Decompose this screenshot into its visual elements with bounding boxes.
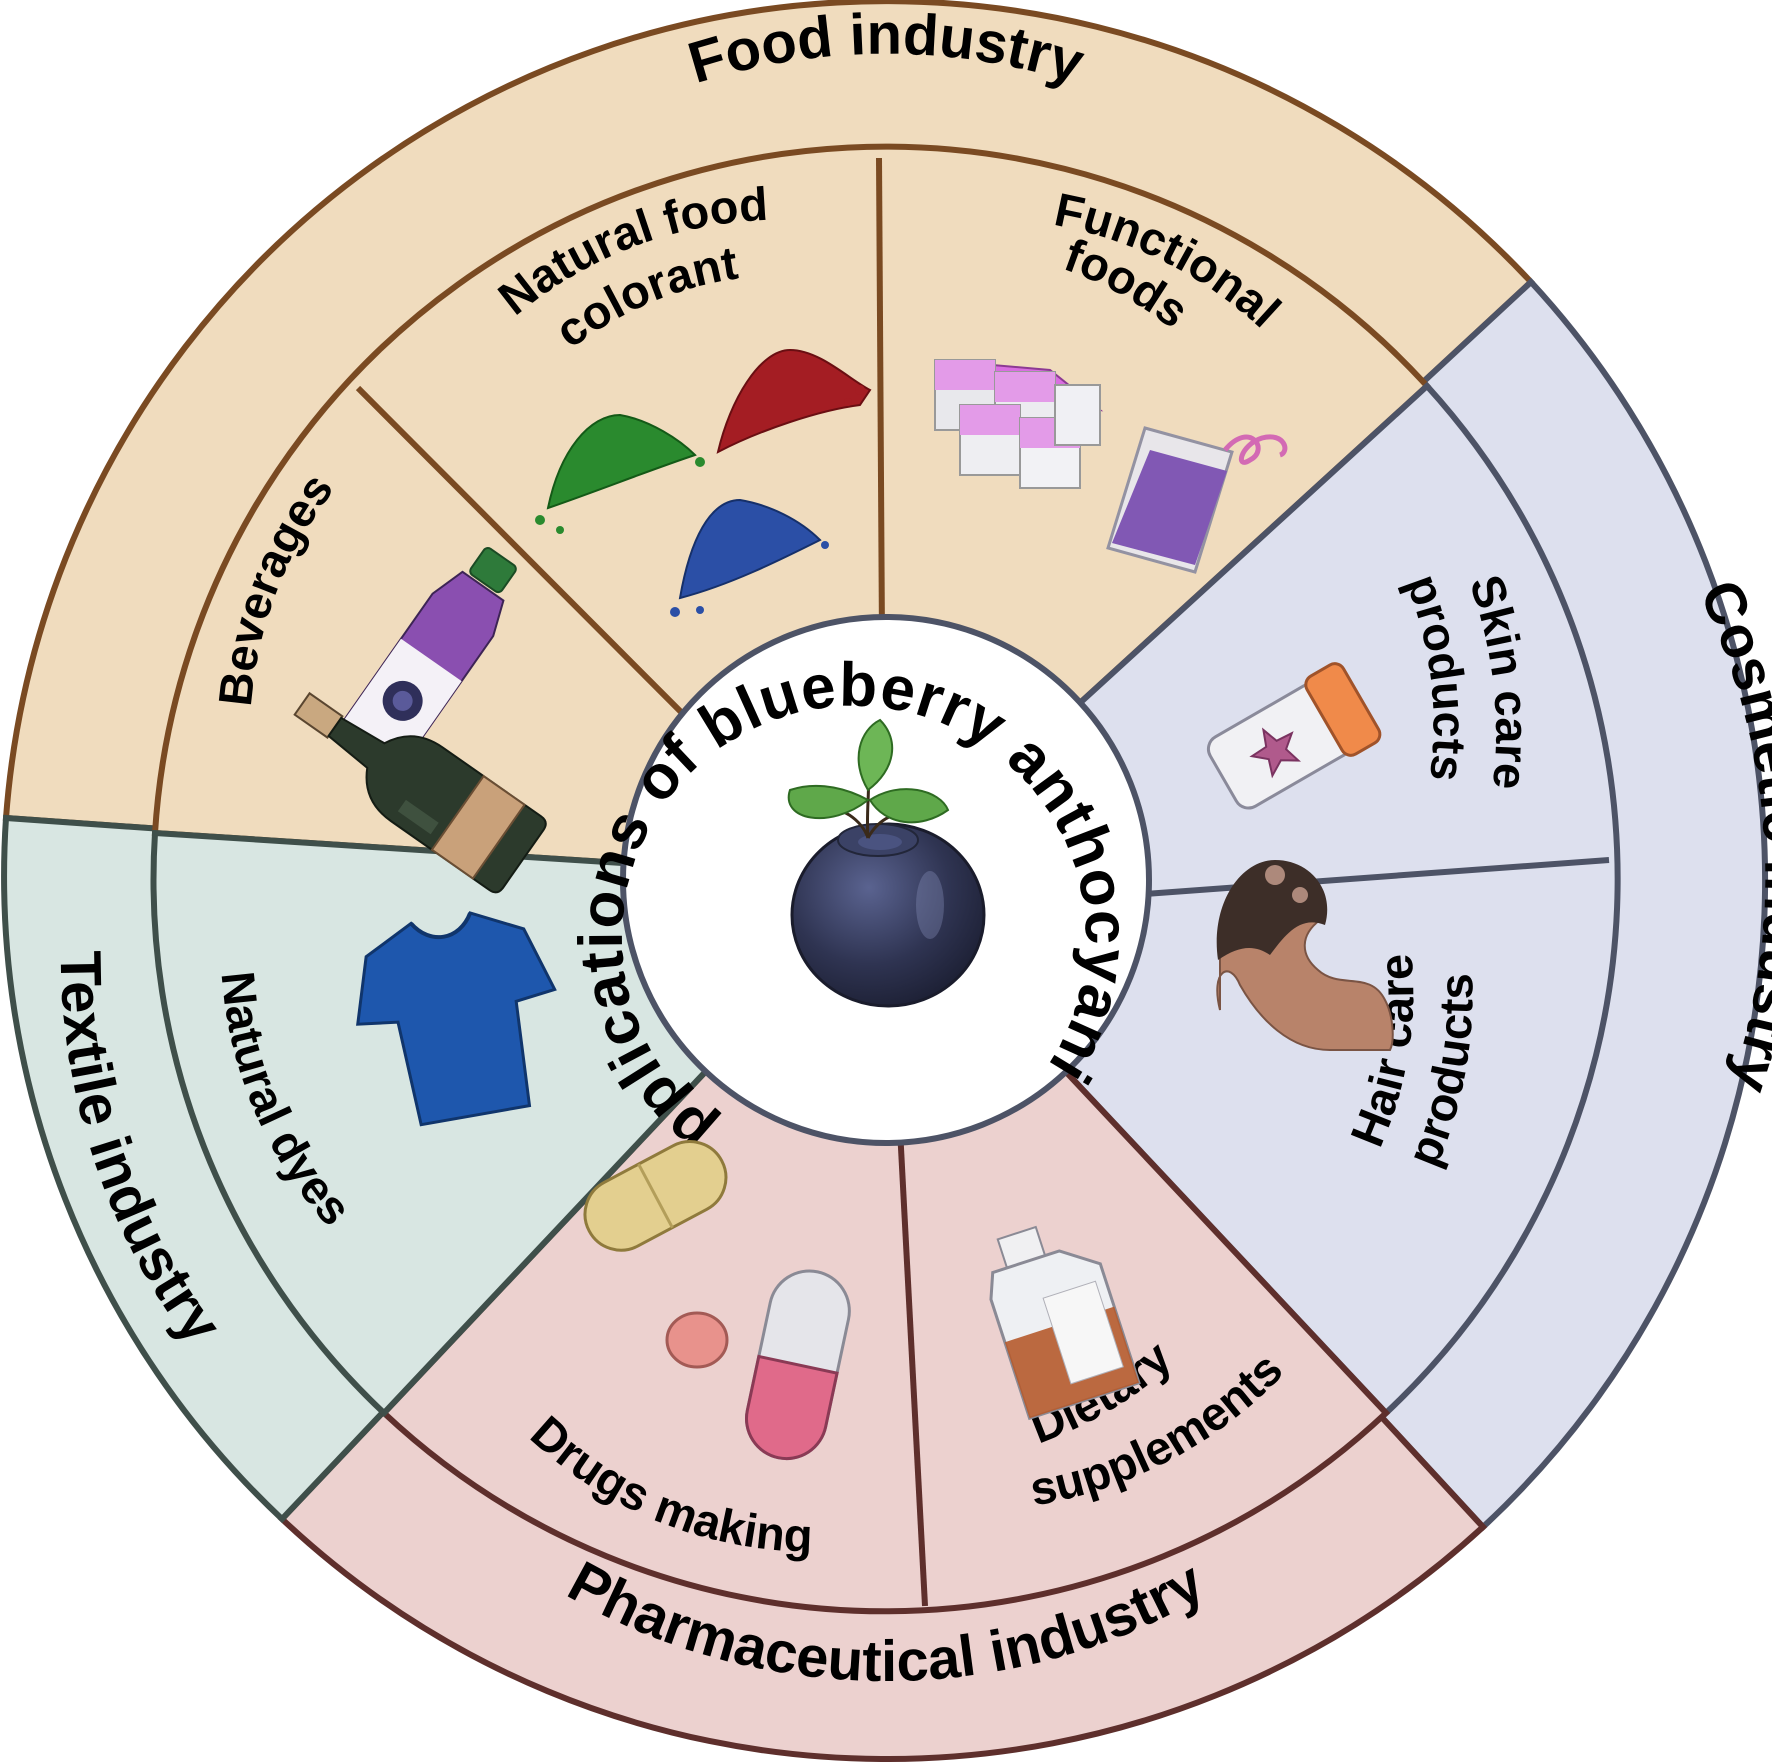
juice-bottle-icon [330, 547, 517, 781]
blueberry-with-leaves-icon [787, 718, 986, 1008]
divider-food-colorant-functional [876, 157, 885, 641]
food-inner-sector [151, 143, 1432, 884]
jelly-cups-icon [934, 359, 1104, 489]
smoothie-glass-icon [1106, 426, 1288, 574]
divider-cosmetic-skin-hair [1144, 857, 1610, 897]
medicine-bottle-icon [989, 1225, 1141, 1421]
tshirt-icon [356, 911, 557, 1127]
wine-bottle-icon [293, 691, 547, 894]
cream-jar-icon [1206, 662, 1382, 810]
colored-powder-piles-icon [535, 348, 872, 617]
human-head-icon [1216, 860, 1394, 1051]
divider-food-beverages-colorant [355, 385, 696, 727]
pills-icon [583, 1140, 729, 1369]
capsule-icon [744, 1269, 851, 1461]
pharmaceutical-inner-sector [379, 875, 1391, 1615]
divider-pharma-drugs-dietary [897, 1128, 928, 1607]
